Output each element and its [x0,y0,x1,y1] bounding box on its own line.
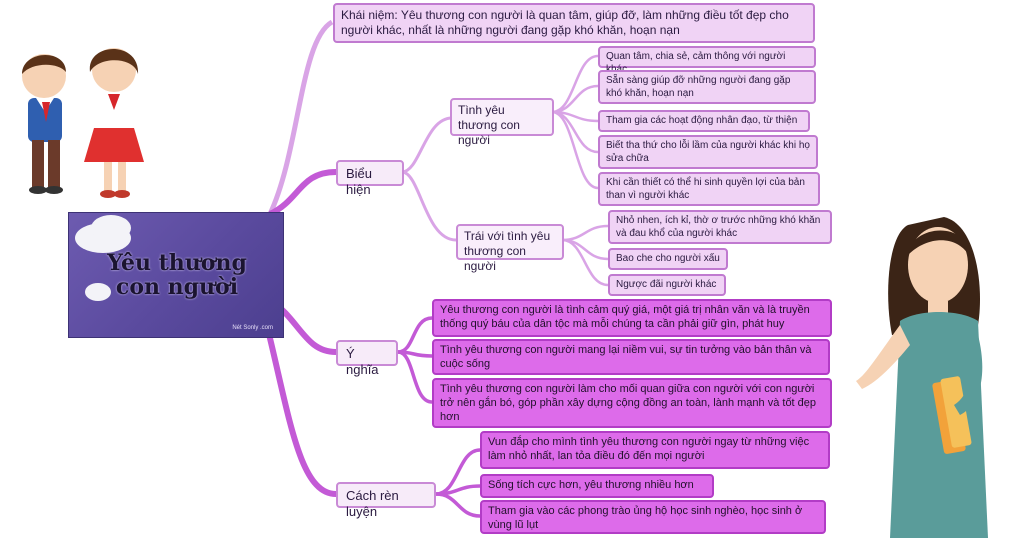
teacher-icon [856,217,988,538]
students-illustration [16,48,144,198]
cloud-decoration [91,215,131,241]
sub-node-against: Trái với tình yêu thương con người [456,224,564,273]
practice-item-3: Tham gia vào các phong trào ủng hộ học s… [480,500,826,534]
against-item-1: Nhỏ nhen, ích kỉ, thờ ơ trước những khó … [608,210,832,244]
link-bieu-hien [268,169,337,217]
center-title: Yêu thương con người [107,250,247,301]
love-item-1: Quan tâm, chia sẻ, cảm thông với người k… [598,46,816,75]
teacher-illustration [856,217,988,538]
sub-node-love: Tình yêu thương con người [450,98,554,147]
branch-bieu-hien: Biểu hiện [336,160,404,197]
against-item-3: Ngược đãi người khác [608,274,726,296]
meaning-item-3: Tình yêu thương con người làm cho mối qu… [432,378,832,428]
love-item-2: Sẵn sàng giúp đỡ những người đang gặp kh… [598,70,816,104]
love-item-4: Biết tha thứ cho lỗi lầm của người khác … [598,135,818,169]
meaning-item-1: Yêu thương con người là tình cảm quý giá… [432,299,832,337]
student-girl-icon [84,48,144,198]
branch-y-nghia: Ý nghĩa [336,340,398,377]
practice-item-1: Vun đắp cho mình tình yêu thương con ngư… [480,431,830,469]
student-boy-icon [16,54,74,194]
love-item-5: Khi cần thiết có thể hi sinh quyền lợi c… [598,172,820,206]
cloud-decoration [85,283,111,301]
concept-node: Khái niệm: Yêu thương con người là quan … [333,3,815,43]
against-item-2: Bao che cho người xấu [608,248,728,270]
center-footnote: Nét Sonly .com [232,325,273,331]
branch-cach-ren-luyen: Cách rèn luyện [336,482,436,519]
love-item-3: Tham gia các hoạt động nhân đạo, từ thiệ… [598,110,810,132]
practice-item-2: Sống tích cực hơn, yêu thương nhiều hơn [480,474,714,498]
link-cach-ren-luyen [265,329,337,497]
meaning-item-2: Tình yêu thương con người mang lại niềm … [432,339,830,375]
link-concept [267,19,334,216]
center-topic: Yêu thương con người Nét Sonly .com [68,212,284,338]
